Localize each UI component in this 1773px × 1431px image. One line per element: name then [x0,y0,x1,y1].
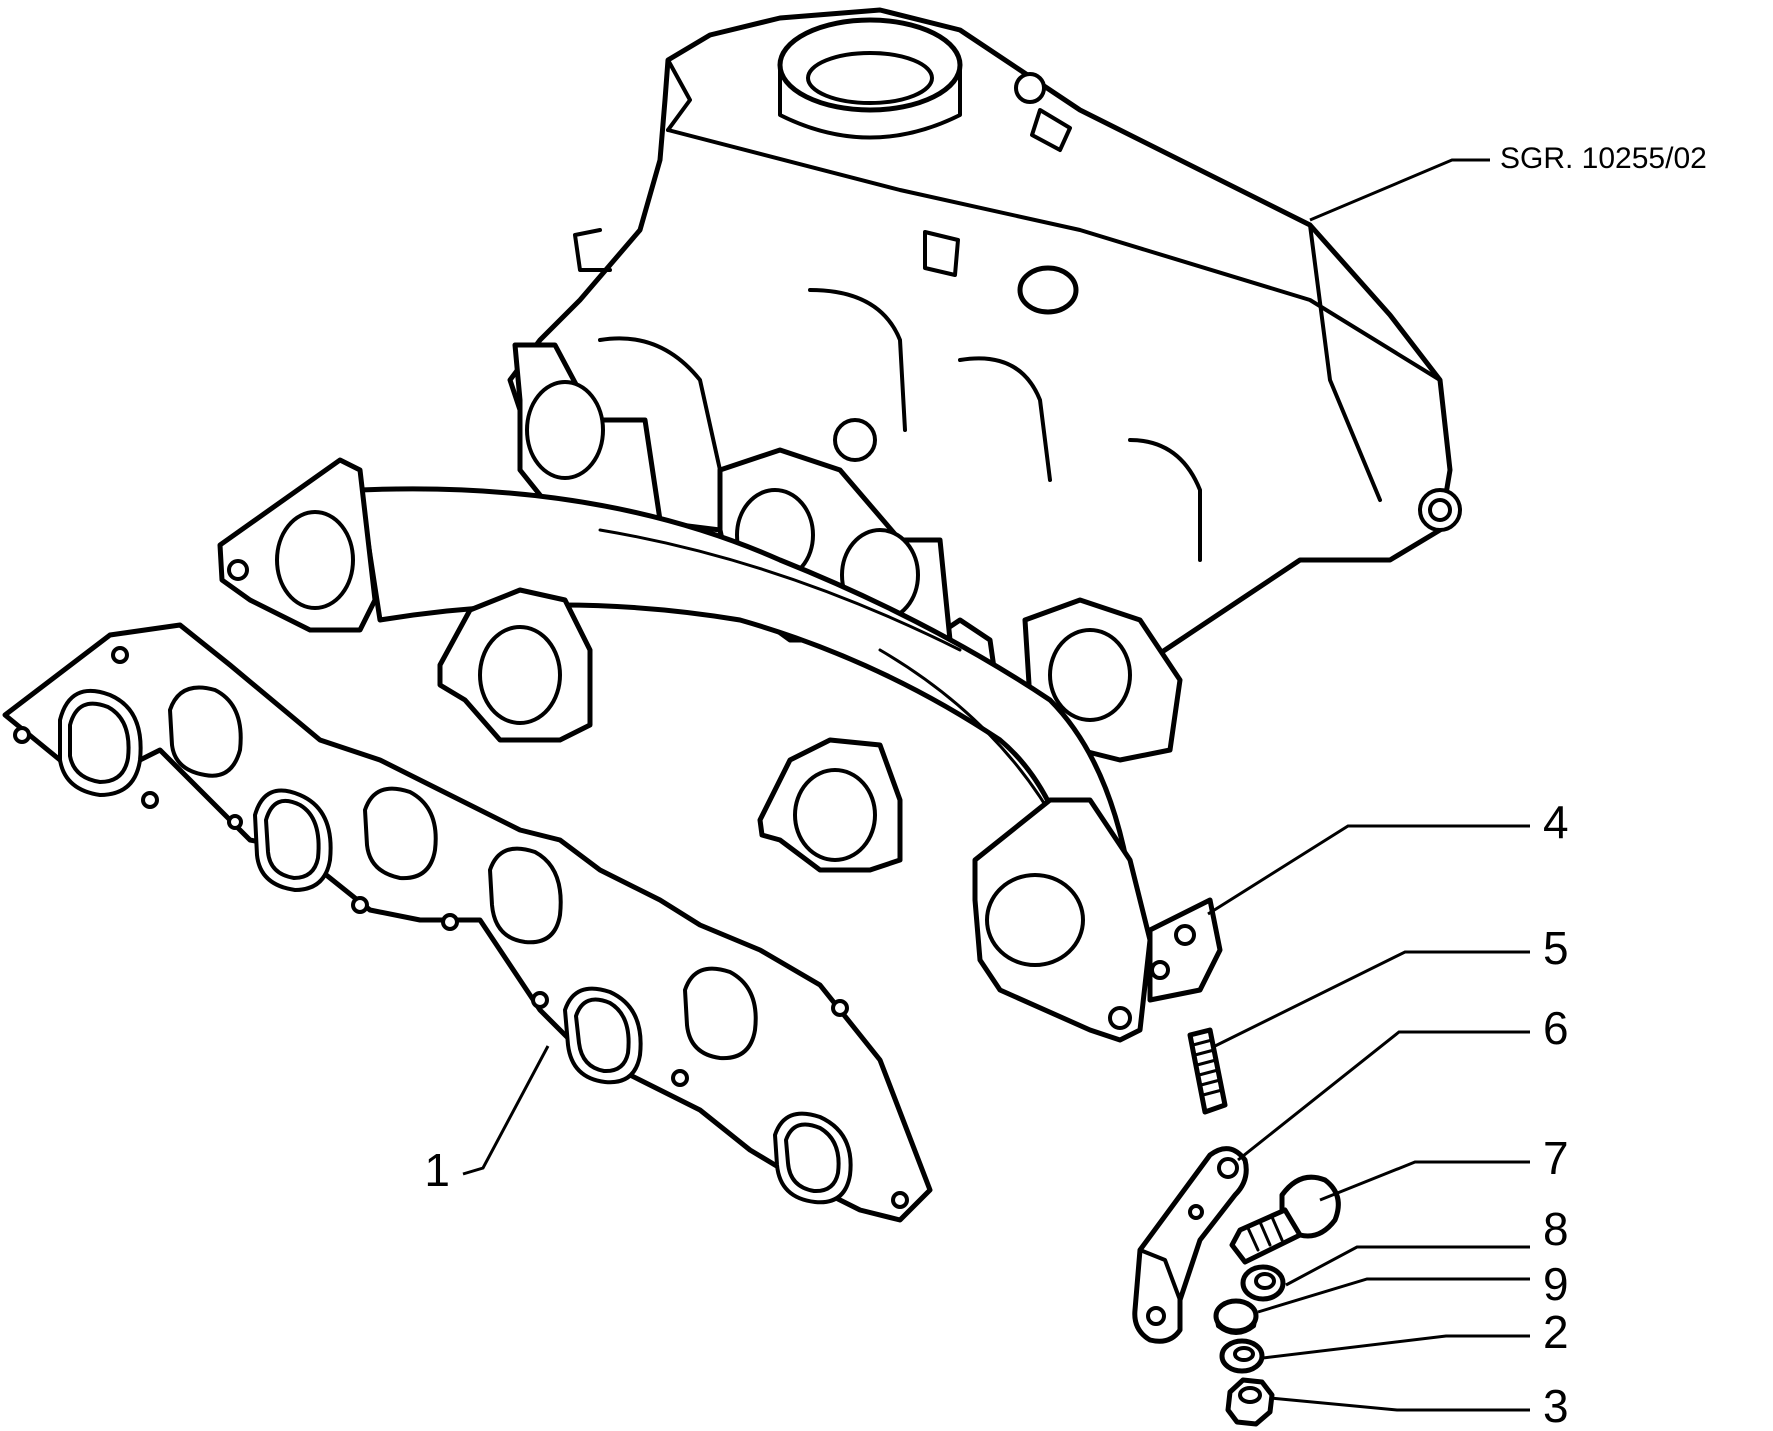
labels: SGR. 10255/02 1 4 5 6 7 8 9 2 3 [424,142,1706,1431]
leader-1 [462,1045,550,1176]
callout-1: 1 [424,1144,450,1196]
intake-manifold [507,7,1462,763]
nut [1225,1377,1275,1427]
leader-6 [1237,1030,1530,1162]
vacuum-port [833,418,877,462]
callout-3: 3 [1543,1380,1569,1431]
callout-5: 5 [1543,922,1569,974]
stud [1187,1027,1228,1115]
exhaust-mounting-tab [1147,897,1223,1003]
callout-2: 2 [1543,1306,1569,1358]
callout-4: 4 [1543,796,1569,848]
washer [1240,1264,1286,1302]
leader-9 [1257,1277,1530,1314]
exhaust-manifold [217,457,1223,1043]
leader-5 [1212,950,1530,1049]
callout-6: 6 [1543,1002,1569,1054]
leader-4 [1207,824,1530,916]
drawing-reference: SGR. 10255/02 [1500,142,1707,175]
support-bracket [1132,1146,1249,1344]
exhaust-manifold-gasket [2,622,933,1223]
callout-8: 8 [1543,1203,1569,1255]
spring-washer [1219,1338,1265,1374]
leader-2 [1262,1334,1530,1360]
leader-7 [1319,1160,1530,1202]
leader-8 [1285,1245,1530,1287]
bolt [1229,1174,1341,1265]
callout-9: 9 [1543,1258,1569,1310]
spacer [1213,1298,1259,1335]
leader-reference [1309,158,1490,222]
callout-7: 7 [1543,1132,1569,1184]
leader-3 [1269,1396,1530,1412]
leader-lines [462,158,1530,1412]
